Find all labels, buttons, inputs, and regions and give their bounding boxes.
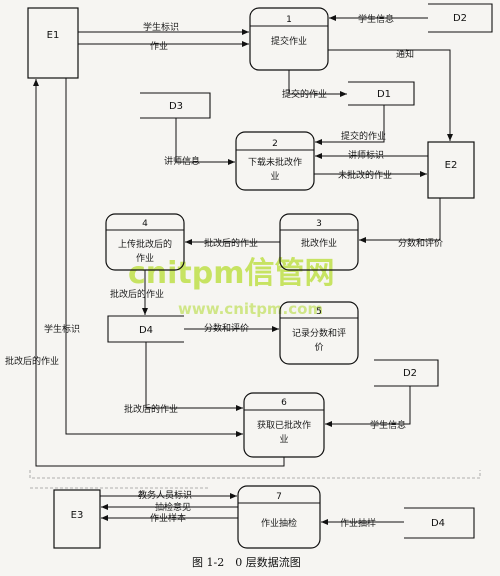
flow-line-graded-hw-left (33, 79, 285, 467)
process-5-label-line2: 价 (314, 342, 323, 353)
process-1-number: 1 (286, 15, 292, 25)
process-2-label-line2: 业 (270, 171, 279, 182)
process-3: 3 批改作业 (279, 213, 359, 271)
process-4-label-line2: 作业 (136, 252, 154, 264)
flow-label-hw-sampling: 作业抽样 (340, 517, 376, 529)
entity-e2-label: E2 (445, 160, 458, 171)
flow-label-student-info-1: 学生信息 (358, 13, 394, 25)
flow-label-graded-hw-3: 批改后的作业 (124, 403, 178, 415)
store-d2-top: D2 (428, 3, 493, 33)
scan-artifact-lines (29, 470, 481, 489)
process-7-number: 7 (276, 492, 282, 502)
store-d2-bottom: D2 (374, 359, 439, 387)
store-d4-middle: D4 (107, 315, 184, 343)
process-1: 1 提交作业 (249, 7, 329, 71)
store-d4-bottom: D4 (404, 507, 475, 539)
flow-label-notify: 通知 (396, 48, 414, 60)
watermark-url: www.cnitpm.com (178, 300, 323, 318)
flow-label-check-opinion: 抽检意见 (155, 501, 191, 513)
flow-label-submitted-hw-2: 提交的作业 (341, 130, 386, 142)
flow-label-graded-hw-1: 批改后的作业 (204, 237, 258, 249)
flow-line-submitted-hw-1 (288, 70, 347, 97)
process-6-label-line1: 获取已批改作 (257, 419, 311, 431)
flow-label-student-id-2: 学生标识 (44, 323, 80, 335)
store-d1: D1 (348, 81, 415, 106)
flow-line-graded-hw-3 (145, 342, 243, 411)
flow-label-teacher-info: 讲师信息 (164, 155, 200, 167)
flow-label-student-info-2: 学生信息 (370, 419, 406, 431)
process-5: 5 记录分数和评 价 (279, 301, 359, 365)
process-5-number: 5 (316, 307, 322, 317)
entity-e1-label: E1 (47, 30, 60, 41)
process-2-number: 2 (272, 139, 278, 149)
flow-label-graded-hw-left: 批改后的作业 (5, 355, 59, 367)
process-6-label-line2: 业 (279, 434, 288, 445)
entity-e1: E1 (27, 7, 79, 79)
watermark-brand: cnitpm信管网 (128, 256, 335, 291)
store-d4-middle-label: D4 (139, 325, 153, 336)
flow-label-teacher-id: 讲师标识 (348, 149, 384, 161)
flow-label-score-eval-2: 分数和评价 (204, 322, 249, 334)
flow-label-hw-sample: 作业样本 (150, 512, 186, 524)
process-2-label-line1: 下载未批改作 (248, 156, 302, 168)
process-6: 6 获取已批改作 业 (243, 392, 325, 458)
flow-label-student-id-1: 学生标识 (143, 21, 179, 33)
store-d2-bottom-label: D2 (403, 368, 417, 379)
flow-line-teacher-info (175, 118, 235, 165)
figure-caption: 图 1-2 0 层数据流图 (192, 555, 301, 569)
process-3-label: 批改作业 (301, 237, 337, 249)
store-d1-label: D1 (377, 89, 391, 100)
store-d2-top-label: D2 (453, 13, 467, 24)
flow-line-submitted-hw-2 (315, 105, 385, 145)
entity-e3-label: E3 (71, 510, 84, 521)
flow-label-score-eval-1: 分数和评价 (398, 237, 443, 249)
flow-line-student-id-2 (65, 78, 243, 437)
process-2: 2 下载未批改作 业 (235, 131, 315, 191)
store-d3-label: D3 (169, 101, 183, 112)
process-3-number: 3 (316, 219, 322, 229)
process-7: 7 作业抽检 (237, 485, 321, 549)
entity-e2: E2 (427, 141, 475, 199)
flow-label-submitted-hw-1: 提交的作业 (282, 88, 327, 100)
store-d3: D3 (140, 92, 211, 119)
process-7-label: 作业抽检 (261, 517, 297, 529)
flow-line-score-eval-1 (359, 198, 441, 243)
flow-line-notify (328, 49, 453, 141)
process-1-label: 提交作业 (271, 35, 307, 47)
flow-label-graded-hw-2: 批改后的作业 (110, 288, 164, 300)
process-5-label-line1: 记录分数和评 (292, 327, 346, 339)
flow-label-staff-id: 教务人员标识 (138, 489, 192, 501)
flow-label-ungraded-hw: 未批改的作业 (338, 169, 392, 181)
process-6-number: 6 (281, 398, 287, 408)
entity-e3: E3 (53, 489, 101, 549)
store-d4-bottom-label: D4 (431, 518, 445, 529)
flow-line-student-info-2 (325, 386, 411, 427)
process-4-number: 4 (142, 219, 148, 229)
flow-label-homework-1: 作业 (150, 40, 168, 52)
process-4-label-line1: 上传批改后的 (118, 238, 172, 250)
